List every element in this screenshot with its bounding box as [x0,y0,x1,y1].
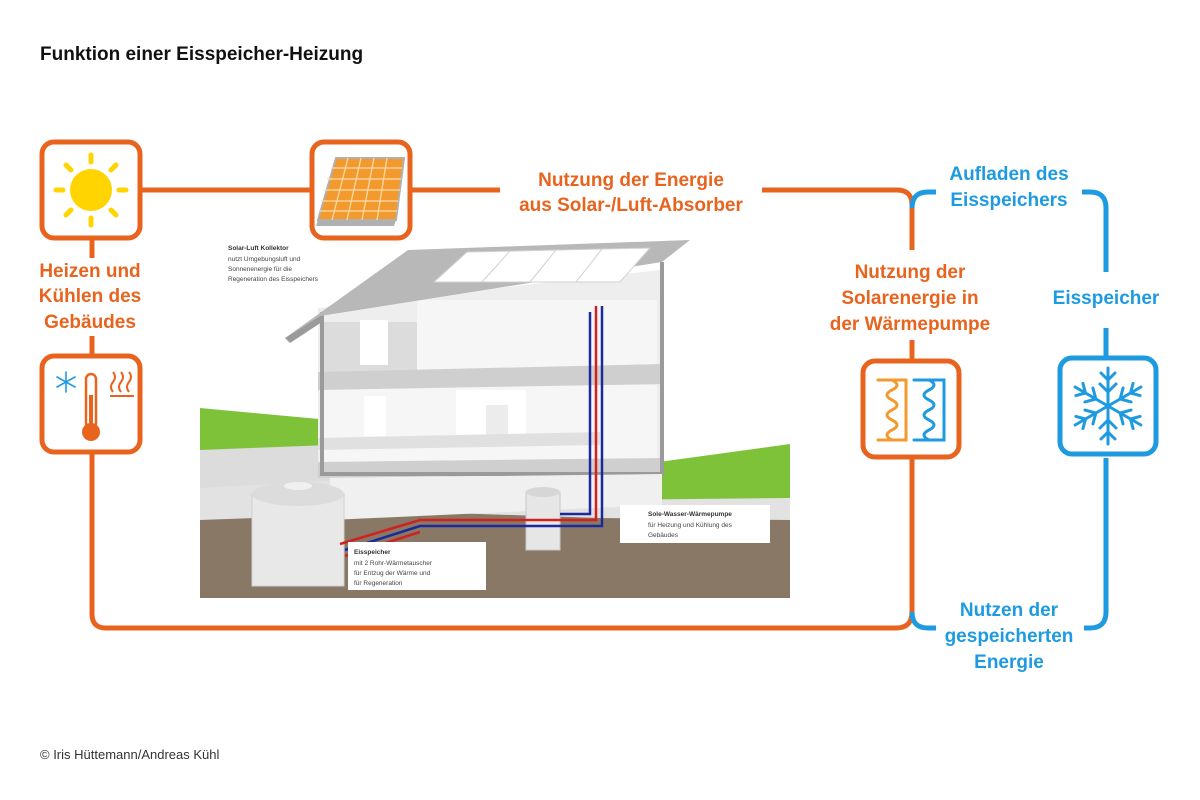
svg-text:aus Solar-/Luft-Absorber: aus Solar-/Luft-Absorber [519,195,743,216]
solar-panel-icon [316,157,406,226]
snowflake-icon [1069,366,1147,446]
svg-text:Sonnenenergie für die: Sonnenenergie für die [228,266,292,273]
heat-exchanger-box [860,358,962,460]
svg-text:Energie: Energie [974,652,1044,673]
caption-eisspeicher: Eisspeicher mit 2 Rohr-Wärmetauscher für… [348,542,486,590]
label-heizen: Heizen und Kühlen des Gebäudes [39,261,141,333]
caption-waermepumpe: Sole-Wasser-Wärmepumpe für Heizung und K… [620,505,770,543]
house-illustration: Solar-Luft Kollektor nutzt Umgebungsluft… [200,240,790,598]
caption-kollektor: Solar-Luft Kollektor nutzt Umgebungsluft… [228,245,319,283]
svg-text:Heizen und: Heizen und [39,261,140,282]
svg-text:gespeicherten: gespeicherten [945,626,1074,647]
svg-text:Nutzung der: Nutzung der [855,262,966,283]
sun-box [39,139,143,241]
svg-text:Eisspeicher: Eisspeicher [1053,288,1160,309]
svg-text:Solarenergie in: Solarenergie in [841,288,978,309]
svg-text:für Entzug der Wärme und: für Entzug der Wärme und [354,570,431,577]
svg-text:mit 2 Rohr-Wärmetauscher: mit 2 Rohr-Wärmetauscher [354,560,433,567]
svg-text:Gebäudes: Gebäudes [648,532,679,539]
svg-text:nutzt Umgebungsluft und: nutzt Umgebungsluft und [228,256,301,263]
heat-waves-icon [110,371,134,397]
label-nutzung-energie: Nutzung der Energie aus Solar-/Luft-Abso… [519,170,743,216]
label-eisspeicher: Eisspeicher [1053,288,1160,309]
label-solarenergie-waermepumpe: Nutzung der Solarenergie in der Wärmepum… [830,262,990,335]
label-nutzen: Nutzen der gespeicherten Energie [945,600,1074,673]
thermometer-box [39,353,143,455]
page-title: Funktion einer Eisspeicher-Heizung [40,44,364,65]
small-snowflake-icon [56,371,76,393]
snowflake-box [1057,355,1159,457]
solar-panel-box [309,139,413,241]
svg-text:Eisspeichers: Eisspeichers [950,190,1067,211]
heat-exchanger-icon [876,378,946,442]
svg-text:Nutzung der Energie: Nutzung der Energie [538,170,724,191]
svg-text:Kühlen des: Kühlen des [39,286,141,307]
label-aufladen: Aufladen des Eisspeichers [949,164,1068,211]
svg-text:Sole-Wasser-Wärmepumpe: Sole-Wasser-Wärmepumpe [648,511,732,518]
sun-icon [53,152,129,228]
svg-text:Regeneration des Eisspeichers: Regeneration des Eisspeichers [228,276,319,283]
svg-text:Aufladen des: Aufladen des [949,164,1068,185]
svg-text:Gebäudes: Gebäudes [44,312,136,333]
image-credit: © Iris Hüttemann/Andreas Kühl [40,747,220,762]
svg-text:der Wärmepumpe: der Wärmepumpe [830,314,990,335]
svg-text:Eisspeicher: Eisspeicher [354,549,391,556]
svg-text:für Heizung und Kühlung des: für Heizung und Kühlung des [648,522,733,529]
svg-text:Nutzen der: Nutzen der [960,600,1059,621]
heat-pump-unit [525,487,561,551]
svg-text:für Regeneration: für Regeneration [354,580,403,587]
svg-text:Solar-Luft Kollektor: Solar-Luft Kollektor [228,245,289,252]
ice-storage-tank [251,482,345,587]
blue-circuit [909,189,1109,631]
thermometer-icon [82,372,100,441]
